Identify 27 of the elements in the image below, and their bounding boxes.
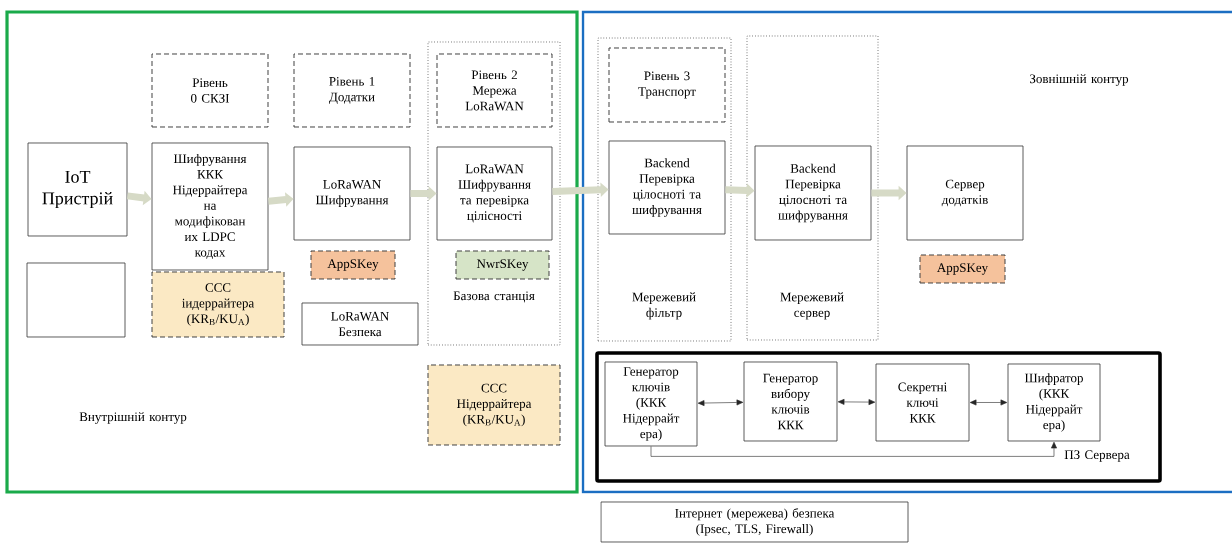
- key-box: ССС іидеррайтера (KR$_{B}$/KU$_{A}$): [151, 271, 285, 338]
- arrow: [650, 441, 1057, 457]
- key-box: NwrSKey: [455, 250, 550, 280]
- key-box: ССС Нідеррайтера (KR$_{B}$/KU$_{A}$): [427, 364, 561, 446]
- process-box: Backend Перевірка цілосноті та шифрування: [754, 145, 872, 241]
- level-box: Рівень 0 СКЗІ: [151, 53, 269, 128]
- security-box: Інтернет (мережева) безпека (Ipsec, TLS, Firewall): [600, 501, 909, 543]
- level-box: Рівень 1 Додатки: [293, 53, 411, 128]
- process-box: LoRaWAN Шифрування та перевірка цілісності: [436, 146, 553, 241]
- process-box: LoRaWAN Безпека: [301, 302, 419, 346]
- key-box: AppSKey: [919, 254, 1006, 284]
- arrow: [697, 399, 744, 406]
- process-box: Шифрування ККК Нідеррайтера на модифікован их LDPC кодах: [151, 142, 269, 271]
- process-box: LoRaWAN Шифрування: [293, 146, 411, 241]
- process-box: IoT Пристрій: [27, 142, 128, 237]
- process-box: Шифратор (ККК Нідеррайт ера): [1007, 363, 1101, 442]
- process-box: Backend Перевірка цілосноті та шифрування: [608, 140, 726, 235]
- module-box: [26, 262, 126, 338]
- arrow: [969, 399, 1008, 406]
- process-box: Сервер додатків: [906, 145, 1024, 241]
- level-box: Рівень 2 Мережа LoRaWAN: [436, 53, 553, 128]
- process-box: Генератор вибору ключів ККК: [743, 361, 838, 442]
- arrow: [837, 398, 876, 405]
- level-box: Рівень 3 Транспорт: [608, 47, 726, 123]
- process-box: Генератор ключів (ККК Нідеррайт ера): [604, 361, 698, 447]
- key-box: AppSKey: [310, 250, 396, 280]
- process-box: Секретні ключі ККК: [875, 363, 970, 442]
